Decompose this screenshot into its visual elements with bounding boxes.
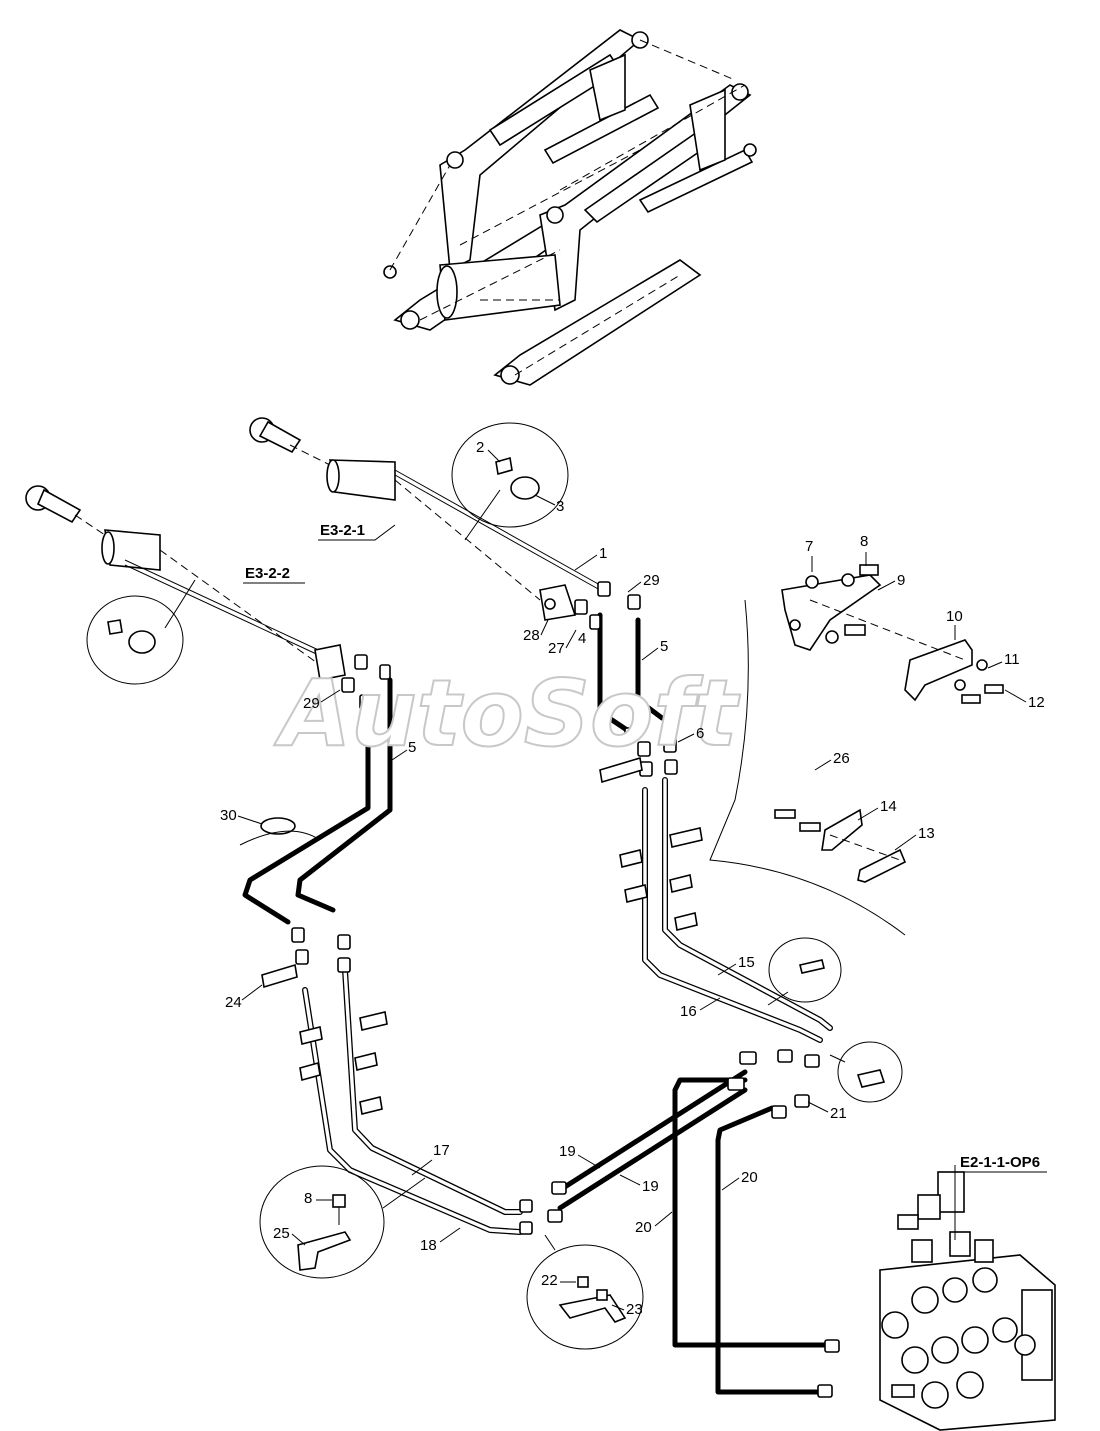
clip-icon	[856, 1069, 886, 1088]
detail-circle-22-23	[526, 1244, 644, 1350]
hose-fittings	[291, 581, 840, 1398]
bracket-10	[904, 639, 973, 702]
hose-clamp-30	[239, 817, 321, 846]
bracket-9	[781, 574, 882, 651]
callout-24: 24	[225, 994, 242, 1011]
callout-10: 10	[946, 608, 963, 625]
hydraulic-hoses	[242, 612, 833, 1395]
detail-circle-21	[837, 1041, 903, 1103]
callout-6: 6	[696, 725, 704, 742]
callout-5b: 5	[408, 739, 416, 756]
callout-19b: 19	[642, 1178, 659, 1195]
detail-circle-clamp-lower	[86, 595, 184, 685]
detail-circle-15-16	[768, 937, 842, 1003]
callout-19a: 19	[559, 1143, 576, 1160]
lift-cylinder-lower	[25, 485, 346, 681]
callout-14: 14	[880, 798, 897, 815]
reference-labels: E3-2-1 E3-2-2 E2-1-1-OP6	[243, 522, 1047, 1173]
bolt-icon	[596, 1289, 608, 1301]
callout-27: 27	[548, 640, 565, 657]
callout-22: 22	[541, 1272, 558, 1289]
callout-1: 1	[599, 545, 607, 562]
bracket-13	[857, 848, 907, 883]
callout-30: 30	[220, 807, 237, 824]
callout-16: 16	[680, 1003, 697, 1020]
frame-contour	[709, 599, 906, 936]
detail-circle-25	[259, 1165, 385, 1279]
callout-15: 15	[738, 954, 755, 971]
callout-13: 13	[918, 825, 935, 842]
tube-clamp-brackets	[261, 756, 703, 1115]
callout-8b: 8	[304, 1190, 312, 1207]
callout-12: 12	[1028, 694, 1045, 711]
clamp-block-25	[297, 1231, 352, 1271]
lift-cylinder-upper	[249, 417, 601, 621]
callout-25: 25	[273, 1225, 290, 1242]
callout-8a: 8	[860, 533, 868, 550]
callout-29b: 29	[303, 695, 320, 712]
watermark: AutoSoft	[274, 660, 740, 767]
bolt-22-icon	[577, 1276, 589, 1288]
loader-boom-assembly	[383, 29, 757, 386]
callout-labels: 1 2 3 4 5 5 6 7 8 9 10 11 12 13 14 15 16…	[220, 439, 1045, 1318]
callout-21: 21	[830, 1105, 847, 1122]
bracket-parts	[774, 564, 1004, 883]
callout-17: 17	[433, 1142, 450, 1159]
callout-4: 4	[578, 630, 586, 647]
ref-e3-2-2: E3-2-2	[245, 565, 290, 582]
clamp-plate-23	[558, 1294, 627, 1323]
callout-29a: 29	[643, 572, 660, 589]
detail-circle-clamp-upper	[451, 422, 569, 528]
callout-9: 9	[897, 572, 905, 589]
control-valve-assembly	[879, 1165, 1056, 1431]
callout-3: 3	[556, 498, 564, 515]
callout-11: 11	[1004, 651, 1020, 668]
callout-18: 18	[420, 1237, 437, 1254]
callout-28: 28	[523, 627, 540, 644]
bracket-14	[821, 808, 863, 851]
ref-e2-1-1-op6: E2-1-1-OP6	[960, 1154, 1040, 1171]
bolt-8-icon	[332, 1194, 346, 1208]
callout-7: 7	[805, 538, 813, 555]
callout-2: 2	[476, 439, 484, 456]
hose-clamp-ring-icon	[510, 476, 540, 500]
ref-e3-2-1: E3-2-1	[320, 522, 365, 539]
callout-23: 23	[626, 1301, 643, 1318]
hose-clamp-ring-icon	[128, 630, 156, 654]
callout-26: 26	[833, 750, 850, 767]
callout-20b: 20	[635, 1219, 652, 1236]
clamp-half-icon	[107, 619, 123, 635]
steel-tubes	[302, 777, 833, 1235]
clip-icon	[799, 959, 825, 974]
callout-5a: 5	[660, 638, 668, 655]
callout-20a: 20	[741, 1169, 758, 1186]
